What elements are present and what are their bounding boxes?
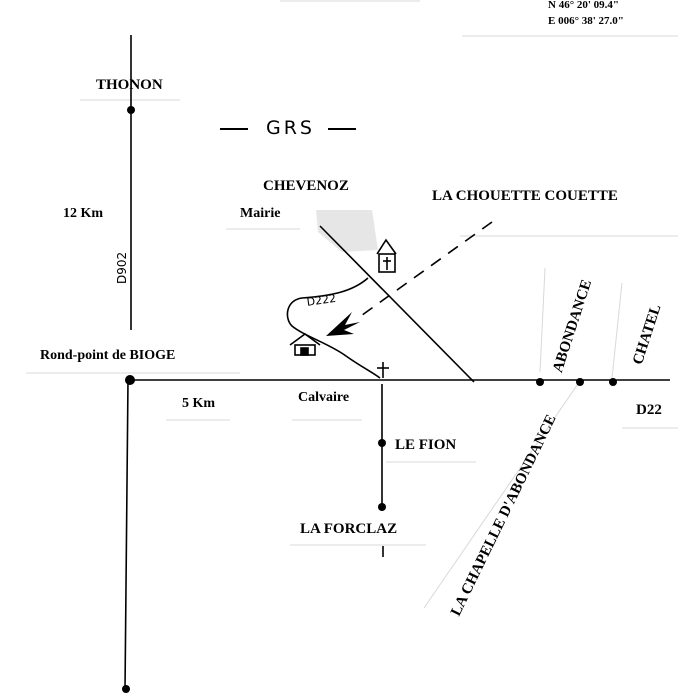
label-le-fion: LE FION: [395, 437, 457, 453]
smudge: [316, 210, 378, 252]
road-d222: [286, 277, 381, 379]
road-d902-lower: [124, 379, 129, 691]
label-d22: D22: [636, 402, 662, 418]
waypoint-dots: [122, 106, 617, 693]
label-chevenoz: CHEVENOZ: [263, 178, 349, 194]
gps-label: GRS: [266, 117, 315, 139]
label-calvaire: Calvaire: [298, 390, 350, 405]
dot-bioge: [125, 375, 135, 385]
dot-abondance: [536, 378, 544, 386]
gps-longitude: E 006° 38' 27.0": [548, 15, 624, 27]
label-destination: LA CHOUETTE COUETTE: [432, 188, 618, 204]
scan-artifacts: [26, 0, 678, 609]
label-la-forclaz: LA FORCLAZ: [300, 521, 398, 537]
label-mairie: Mairie: [240, 206, 281, 221]
gps-latitude: N 46° 20' 09.4": [548, 0, 620, 11]
dot-bottom: [122, 685, 130, 693]
cross-icon: [377, 362, 389, 378]
dot-thonon: [127, 106, 135, 114]
destination-dashed-line: [357, 221, 493, 319]
dot-chapelle: [576, 378, 584, 386]
road-to-chevenoz: [319, 225, 475, 383]
dot-chatel: [609, 378, 617, 386]
label-d902: D902: [115, 251, 129, 284]
church-icon: [376, 238, 397, 273]
arrow-to-house: [326, 312, 360, 336]
label-bioge: Rond-point de BIOGE: [40, 348, 176, 363]
distance-to-thonon: 12 Km: [63, 206, 104, 221]
dot-la-forclaz: [378, 503, 386, 511]
label-thonon: THONON: [96, 77, 163, 93]
dot-le-fion: [378, 439, 386, 447]
house-icon: [289, 333, 321, 356]
distance-to-calvaire: 5 Km: [182, 396, 216, 411]
